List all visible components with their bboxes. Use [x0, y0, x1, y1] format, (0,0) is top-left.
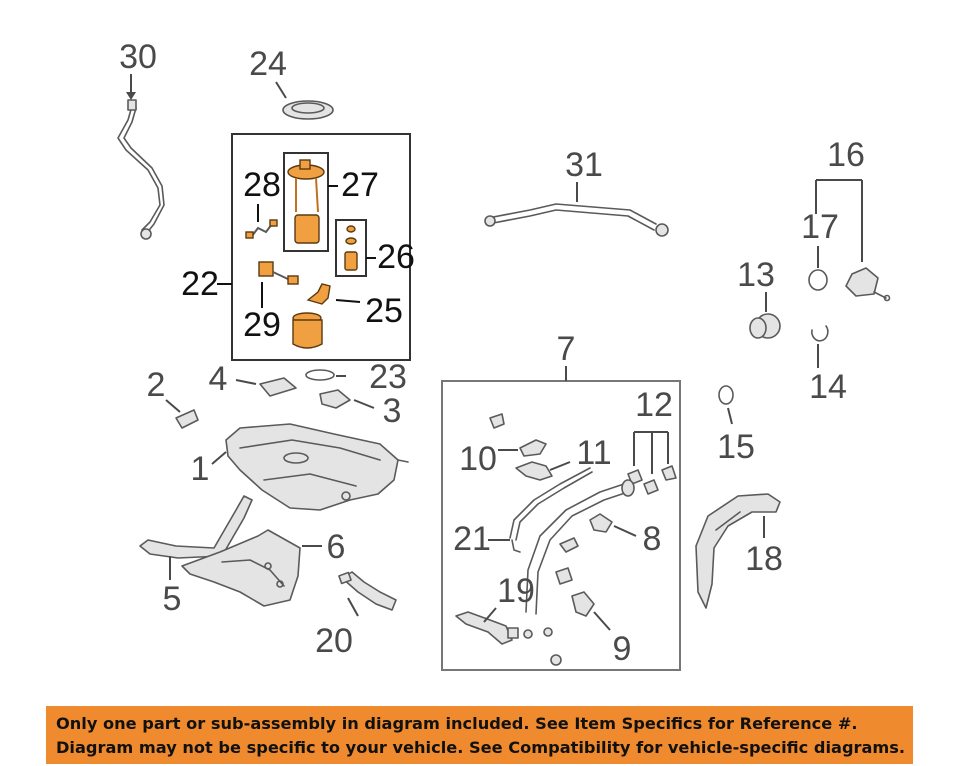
group-26-box	[335, 219, 367, 277]
part-8-bracket	[589, 513, 613, 533]
part-27-pump-bracket	[287, 159, 325, 244]
callout-1: 1	[191, 450, 210, 488]
part-15-ring	[718, 385, 734, 405]
part-14-clip	[811, 325, 829, 342]
part-2-bracket	[175, 409, 199, 429]
leader-20	[347, 597, 359, 617]
callout-6: 6	[327, 528, 346, 566]
callout-25: 25	[365, 292, 403, 330]
callout-10: 10	[459, 440, 497, 478]
callout-31: 31	[565, 146, 603, 184]
part-6-undercover	[181, 529, 301, 607]
part-30-fuel-line	[117, 99, 165, 240]
callout-9: 9	[613, 630, 632, 668]
leader-16	[815, 179, 863, 262]
callout-24: 24	[249, 45, 287, 83]
callout-26: 26	[377, 238, 415, 276]
disclaimer-line-2: Diagram may not be specific to your vehi…	[56, 738, 906, 757]
part-11-bracket	[515, 461, 553, 481]
callout-30: 30	[119, 38, 157, 76]
leader-9	[593, 611, 611, 631]
part-25-regulator	[306, 283, 331, 305]
leader-15	[727, 407, 733, 425]
callout-20: 20	[315, 622, 353, 660]
leader-11	[549, 461, 571, 471]
part-filler-brackets	[555, 537, 579, 585]
callout-28: 28	[243, 166, 281, 204]
part-3-protector	[319, 389, 351, 409]
part-bolts	[543, 627, 562, 666]
callout-29: 29	[243, 306, 281, 344]
part-filler-pipe	[525, 479, 635, 615]
leader-25	[335, 299, 361, 303]
part-21-breather	[509, 467, 593, 553]
part-12-clips	[627, 465, 677, 495]
leader-12	[633, 431, 669, 474]
callout-11: 11	[576, 434, 611, 472]
callout-23: 23	[369, 358, 407, 396]
parts-diagram: 30 24 22 27 28 26 29	[117, 38, 891, 671]
leader-8	[613, 525, 637, 537]
group-7-box	[441, 380, 681, 671]
callout-8: 8	[643, 520, 662, 558]
disclaimer-banner: Only one part or sub-assembly in diagram…	[46, 706, 913, 764]
callout-18: 18	[745, 540, 783, 578]
leader-19	[483, 607, 497, 623]
part-20-hose	[338, 571, 397, 611]
part-18-fender-liner	[695, 493, 781, 609]
callout-3: 3	[383, 392, 402, 430]
part-16-fuel-cap	[845, 267, 891, 302]
leader-2	[165, 399, 181, 413]
callout-17: 17	[801, 208, 839, 246]
part-23-gasket	[305, 369, 335, 381]
leader-4	[235, 379, 257, 385]
callout-5: 5	[163, 580, 182, 618]
part-10-clamp	[489, 413, 547, 457]
callout-16: 16	[827, 136, 865, 174]
callout-22: 22	[181, 265, 219, 303]
part-1-fuel-tank	[225, 423, 409, 511]
group-22-box	[231, 133, 411, 361]
callout-15: 15	[717, 428, 755, 466]
part-24-lock-ring	[282, 100, 334, 120]
part-5-band	[139, 495, 253, 559]
part-19-hose	[455, 611, 533, 645]
part-31-vent-tube	[484, 203, 669, 237]
callout-7: 7	[557, 330, 576, 368]
part-9-bracket	[571, 591, 595, 617]
callout-21: 21	[453, 520, 491, 558]
group-27-box	[283, 152, 329, 252]
part-13-grommet	[749, 313, 781, 339]
callout-14: 14	[809, 368, 847, 406]
callout-13: 13	[737, 256, 775, 294]
callout-27: 27	[341, 166, 379, 204]
callout-2: 2	[147, 366, 166, 404]
disclaimer-line-1: Only one part or sub-assembly in diagram…	[56, 714, 858, 733]
part-26-seals	[344, 225, 358, 271]
leader-3	[353, 399, 375, 409]
leader-1	[211, 451, 227, 465]
leader-24	[275, 81, 287, 99]
part-17-gasket	[808, 269, 828, 291]
part-29-sender	[258, 261, 299, 285]
part-4-pad	[259, 377, 297, 397]
part-fuel-filter	[292, 312, 323, 349]
callout-19: 19	[497, 572, 535, 610]
callout-4: 4	[209, 360, 228, 398]
part-28-wire-harness	[245, 219, 278, 239]
callout-12: 12	[635, 386, 673, 424]
